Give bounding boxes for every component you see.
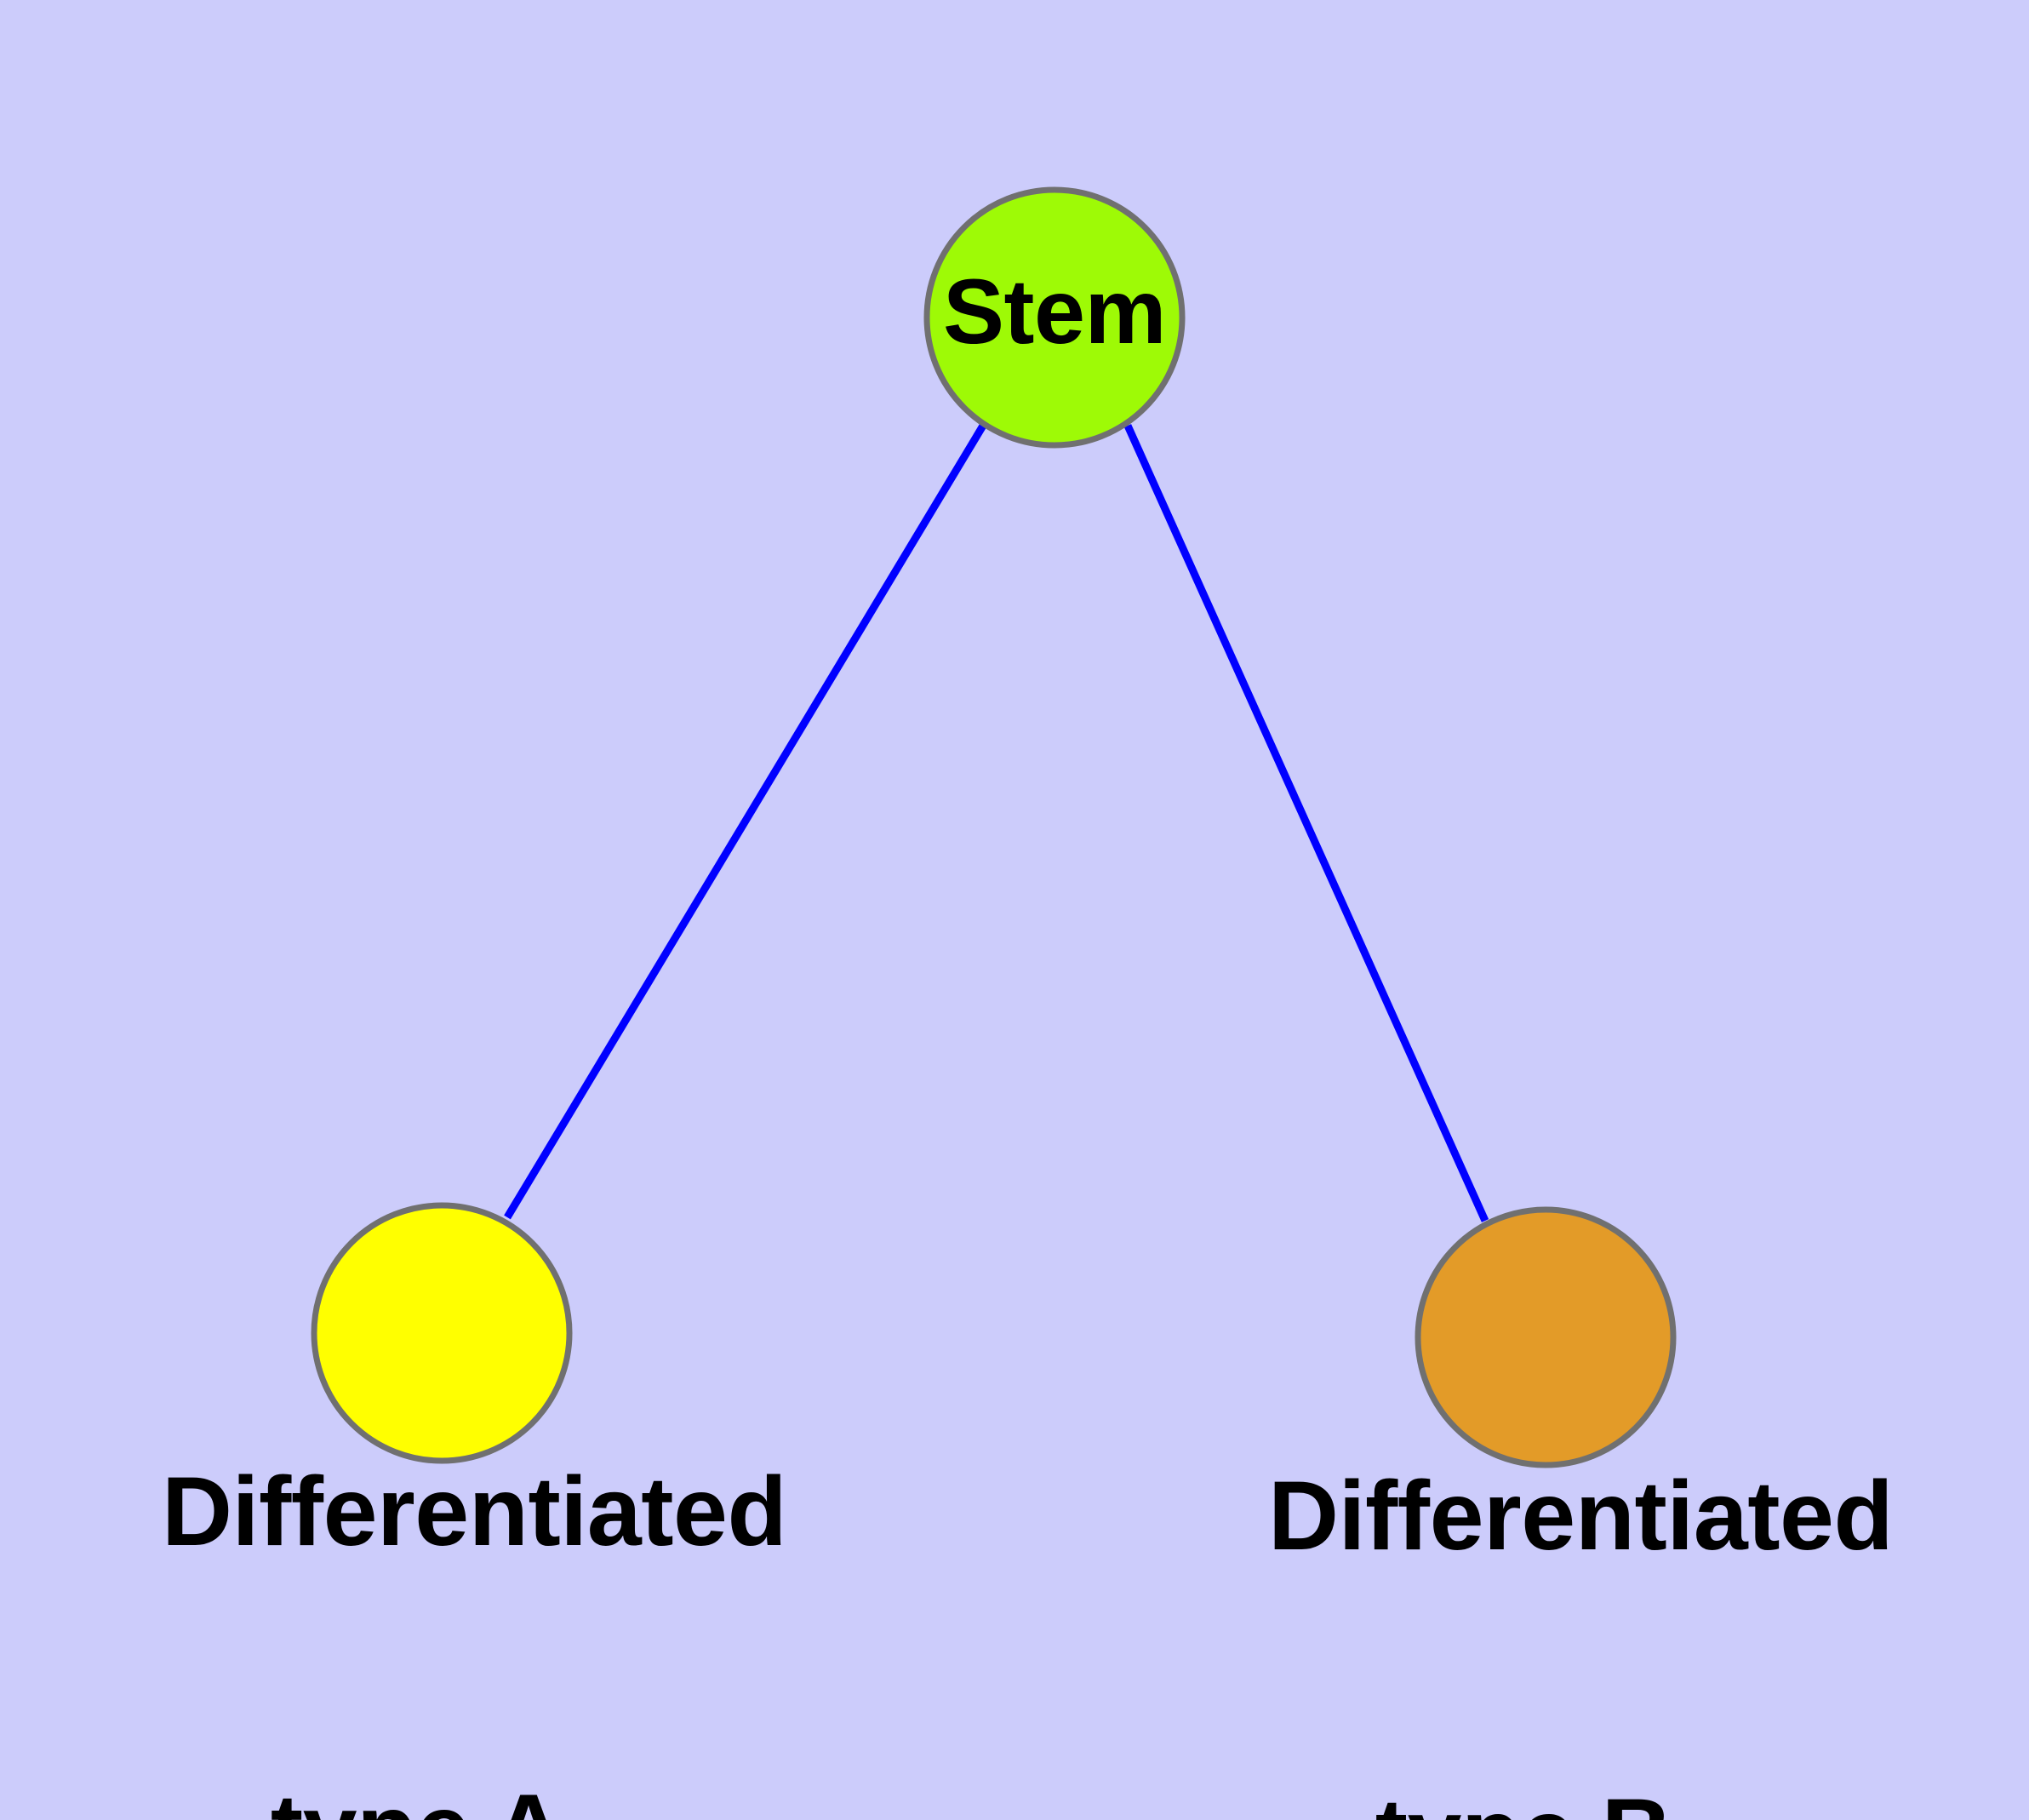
edge-layer	[504, 423, 1489, 1222]
node-differentiated-type-a[interactable]	[311, 1202, 573, 1464]
node-differentiated-type-b[interactable]	[1415, 1206, 1677, 1468]
node-stem[interactable]	[923, 186, 1186, 449]
node-layer	[311, 186, 1677, 1468]
edge-stem-to-differentiated-type-a	[504, 423, 986, 1220]
edge-stem-to-differentiated-type-b	[1123, 424, 1489, 1222]
